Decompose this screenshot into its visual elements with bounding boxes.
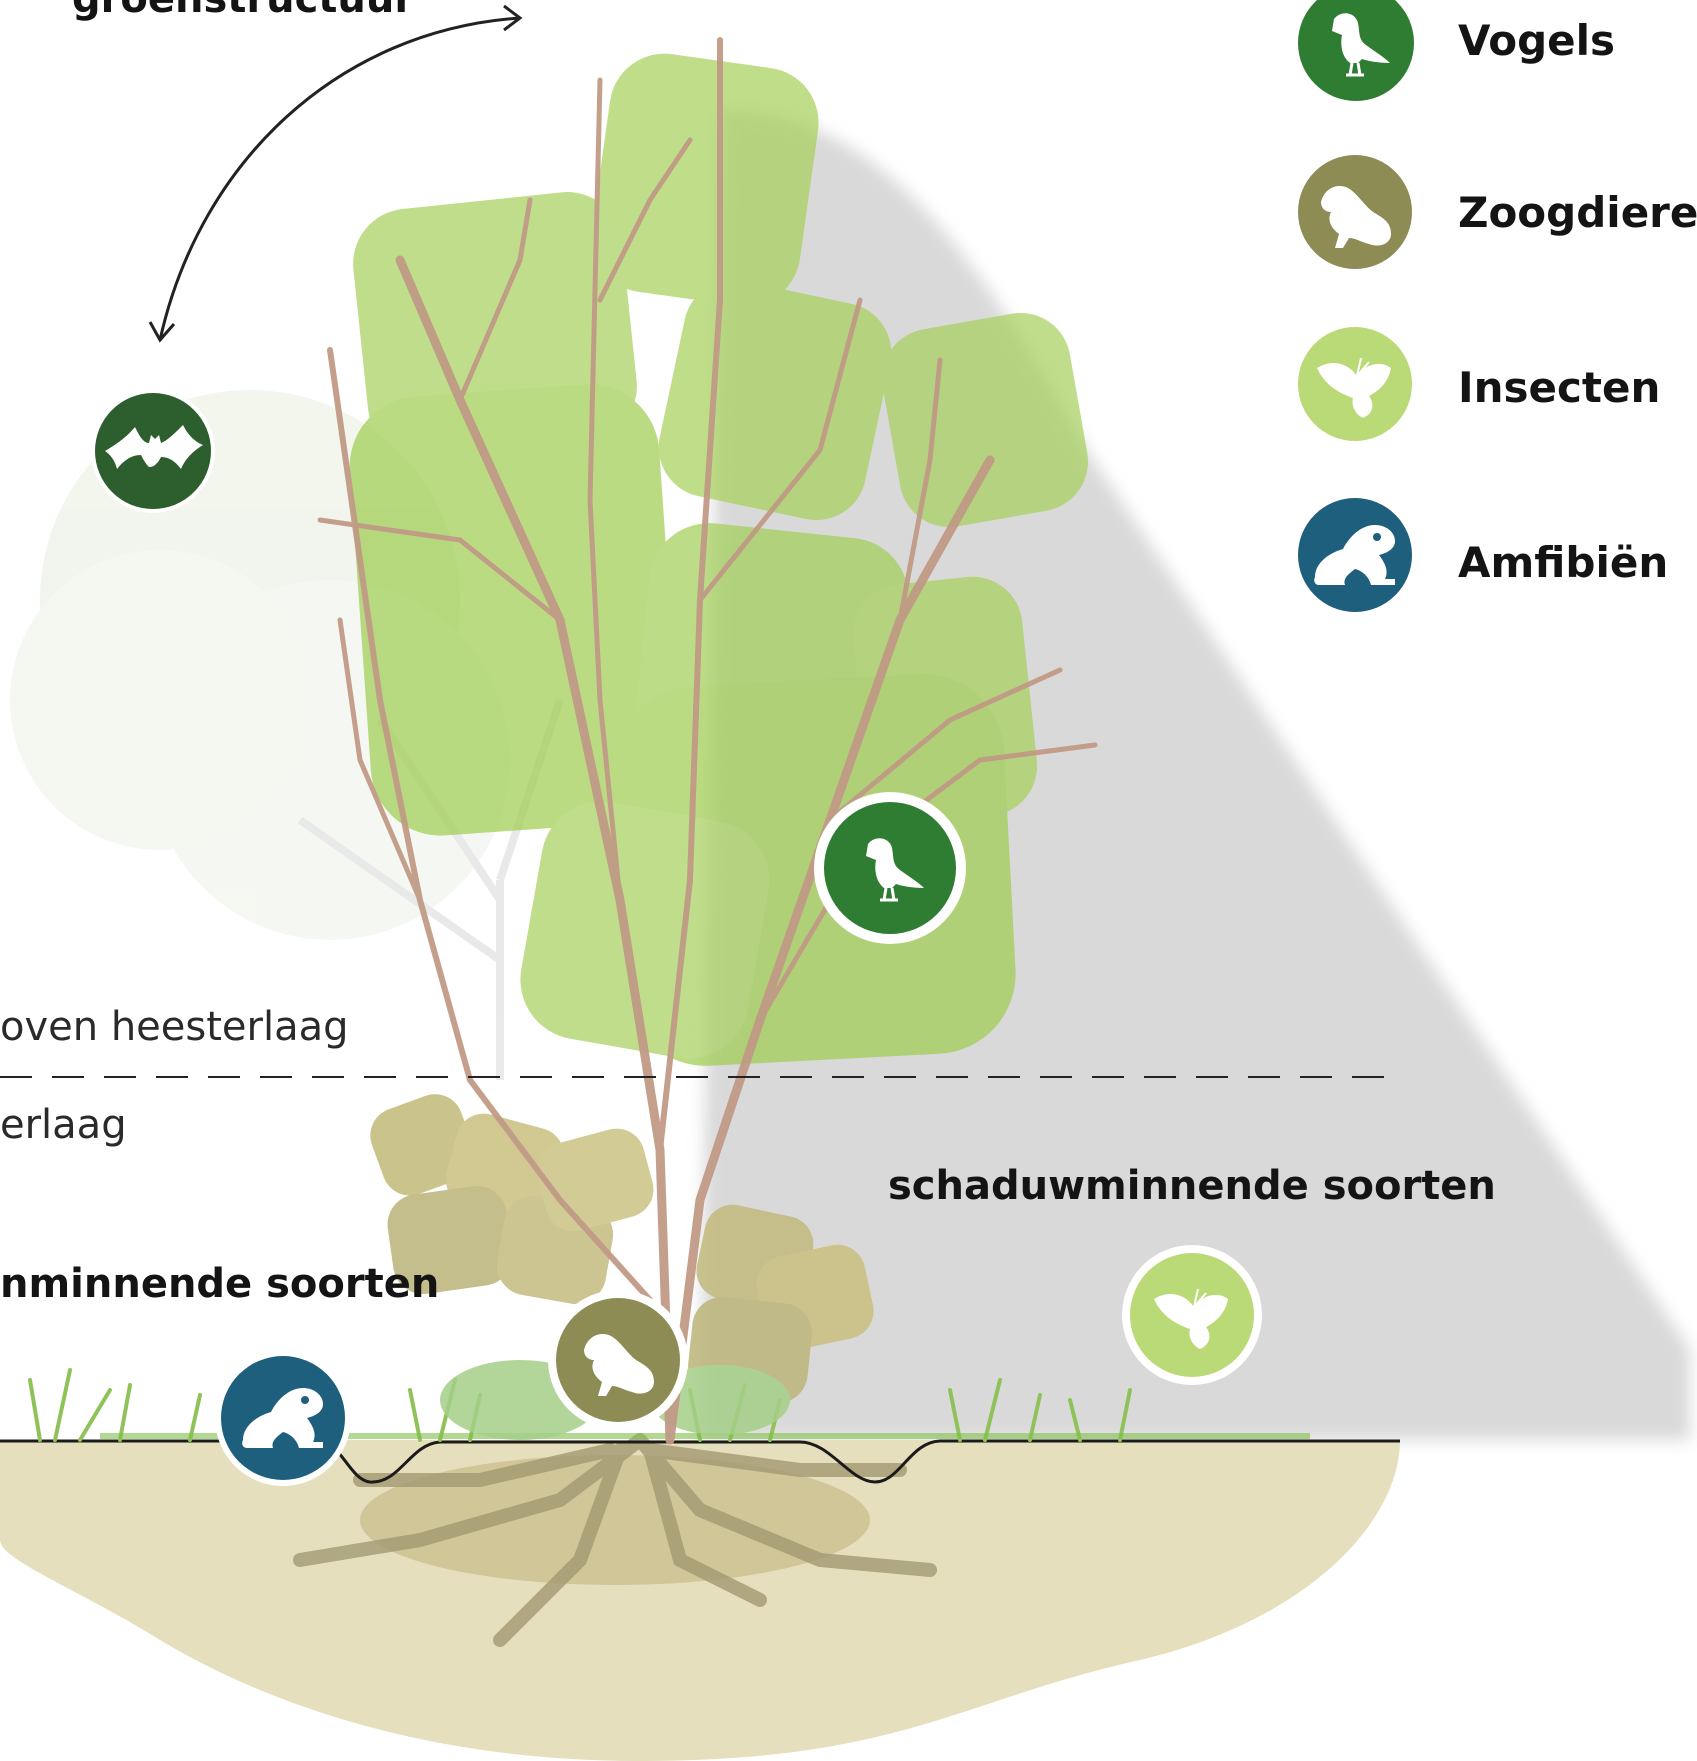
butterfly-badge bbox=[1122, 1245, 1262, 1385]
mammal-badge bbox=[548, 1290, 688, 1430]
layer-label-upper: oven heesterlaag bbox=[0, 1004, 349, 1050]
layer-label-lower: erlaag bbox=[0, 1102, 127, 1148]
top-label: groenstructuur bbox=[72, 0, 414, 22]
sun-zone-label: nminnende soorten bbox=[0, 1261, 440, 1307]
legend-label-amfibien: Amfibiën bbox=[1458, 538, 1669, 587]
branches bbox=[317, 37, 1098, 1445]
root-zone bbox=[360, 1455, 870, 1585]
arrow-head-bottom bbox=[148, 321, 176, 343]
bat-badge bbox=[91, 389, 215, 513]
arrow-head-top bbox=[503, 4, 523, 32]
legend-icon-amfibien bbox=[1298, 498, 1412, 612]
legend-icon-zoogdieren bbox=[1298, 155, 1412, 269]
bird-badge bbox=[814, 792, 966, 944]
legend-icon-vogels bbox=[1298, 0, 1414, 101]
shade-zone-label: schaduwminnende soorten bbox=[888, 1163, 1496, 1209]
roots bbox=[293, 1433, 937, 1647]
legend-label-insecten: Insecten bbox=[1458, 363, 1661, 412]
frog-badge bbox=[215, 1350, 351, 1486]
ground-line bbox=[0, 1439, 1400, 1484]
legend-icon-insecten bbox=[1298, 327, 1412, 441]
legend-label-vogels: Vogels bbox=[1458, 16, 1616, 65]
legend-label-zoogdieren: Zoogdieren bbox=[1458, 188, 1697, 237]
migration-arrow bbox=[158, 16, 521, 341]
soil bbox=[0, 1440, 1400, 1761]
